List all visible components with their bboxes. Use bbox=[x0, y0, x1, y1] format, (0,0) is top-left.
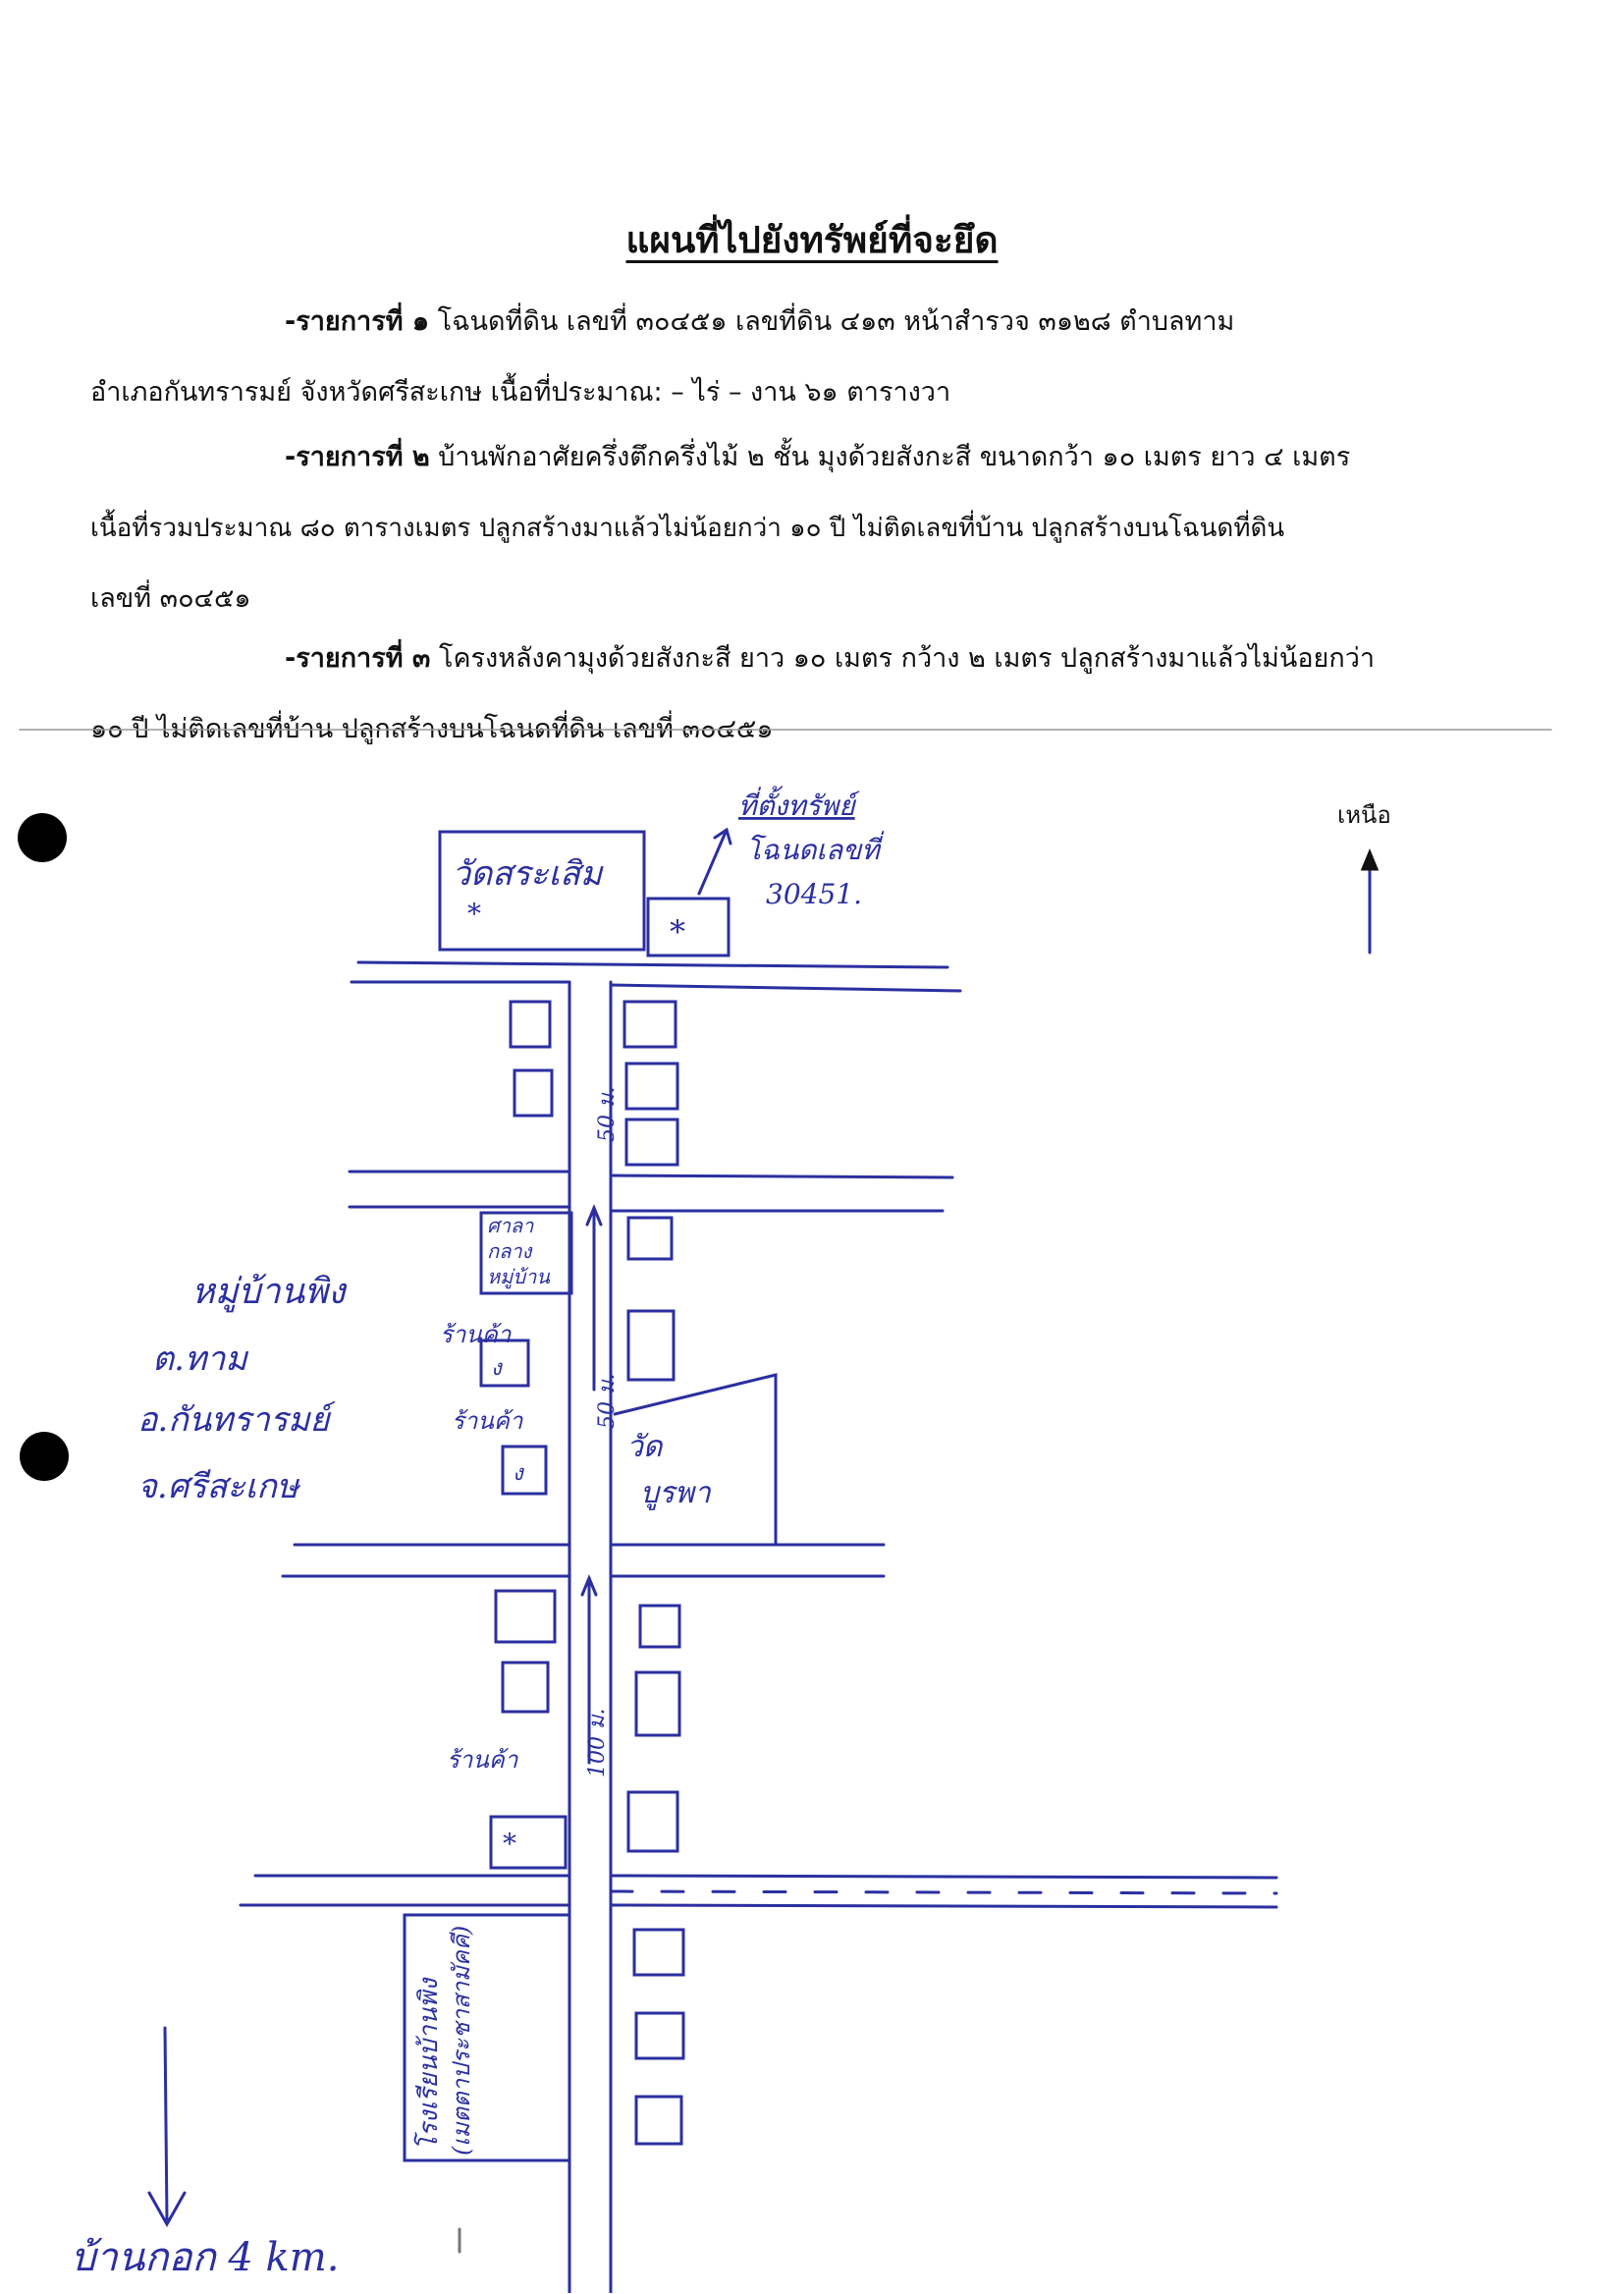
temple-top-label: วัดสระเสิม bbox=[452, 854, 604, 894]
item-1-line-1: -รายการที่ ๑ โฉนดที่ดิน เลขที่ ๓๐๔๕๑ เลข… bbox=[90, 287, 1543, 357]
item-3-text-1: โครงหลังคามุงด้วยสังกะสี ยาว ๑๐ เมตร กว้… bbox=[438, 643, 1376, 674]
shop-2-label: ร้านค้า bbox=[452, 1407, 524, 1435]
temple-mid-1: วัด bbox=[626, 1430, 664, 1464]
hand-drawn-map: วัดสระเสิม * * ที่ตั้งทรัพย์ โฉนดเลขที่ … bbox=[19, 729, 1552, 2293]
item-3-label: -รายการที่ ๓ bbox=[285, 643, 431, 674]
svg-text:*: * bbox=[670, 913, 685, 951]
punch-hole-middle bbox=[20, 1432, 69, 1481]
village-line-1: หมู่บ้านพิง bbox=[191, 1272, 348, 1313]
item-2-label: -รายการที่ ๒ bbox=[285, 442, 430, 472]
bottom-label: บ้านกอก 4 km. bbox=[71, 2235, 339, 2280]
school-line-2: (เมตตาประชาสามัคคี) bbox=[448, 1926, 475, 2156]
item-1-text-1: โฉนดที่ดิน เลขที่ ๓๐๔๕๑ เลขที่ดิน ๔๑๓ หน… bbox=[437, 306, 1235, 337]
village-line-3: อ.กันทรารมย์ bbox=[137, 1400, 336, 1440]
target-number: 30451. bbox=[766, 878, 862, 910]
item-2: -รายการที่ ๒ บ้านพักอาศัยครึ่งตึกครึ่งไม… bbox=[90, 422, 1543, 634]
school-line-1: โรงเรียนบ้านพิง bbox=[413, 1977, 444, 2152]
svg-text:*: * bbox=[467, 898, 481, 930]
temple-mid-2: บูรพา bbox=[640, 1476, 712, 1510]
hall-line-1: ศาลา bbox=[487, 1214, 534, 1237]
item-2-text-1: บ้านพักอาศัยครึ่งตึกครึ่งไม้ ๒ ชั้น มุงด… bbox=[438, 442, 1351, 472]
shop-1-label: ร้านค้า bbox=[440, 1321, 513, 1348]
village-line-4: จ.ศรีสะเกษ bbox=[137, 1467, 301, 1506]
item-1-label: -รายการที่ ๑ bbox=[285, 306, 430, 337]
distance-2: 50 ม. bbox=[595, 1374, 620, 1429]
north-label: เหนือ bbox=[1337, 801, 1391, 829]
svg-text:ง: ง bbox=[513, 1461, 525, 1486]
item-1: -รายการที่ ๑ โฉนดที่ดิน เลขที่ ๓๐๔๕๑ เลข… bbox=[90, 287, 1543, 428]
punch-hole-top bbox=[18, 813, 67, 862]
item-2-line-3: เลขที่ ๓๐๔๕๑ bbox=[90, 583, 251, 614]
item-1-line-2: อำเภอกันทรารมย์ จังหวัดศรีสะเกษ เนื้อที่… bbox=[90, 377, 951, 408]
item-2-line-2: เนื้อที่รวมประมาณ ๘๐ ตารางเมตร ปลูกสร้าง… bbox=[90, 514, 1285, 543]
svg-text:ง: ง bbox=[491, 1356, 504, 1381]
item-2-line-1: -รายการที่ ๒ บ้านพักอาศัยครึ่งตึกครึ่งไม… bbox=[90, 422, 1543, 493]
shop-3-label: ร้านค้า bbox=[447, 1746, 519, 1774]
village-line-2: ต.ทาม bbox=[152, 1339, 248, 1379]
item-3-line-1: -รายการที่ ๓ โครงหลังคามุงด้วยสังกะสี ยา… bbox=[90, 624, 1543, 694]
hall-line-2: กลาง bbox=[487, 1239, 533, 1263]
target-deed: โฉนดเลขที่ bbox=[746, 831, 885, 866]
hall-line-3: หมู่บ้าน bbox=[487, 1265, 551, 1289]
target-label: ที่ตั้งทรัพย์ bbox=[738, 786, 861, 822]
svg-text:*: * bbox=[503, 1828, 516, 1860]
document-title: แผนที่ไปยังทรัพย์ที่จะยึด bbox=[625, 219, 999, 261]
distance-3: 100 ม. bbox=[585, 1709, 610, 1777]
distance-1: 50 ม. bbox=[595, 1087, 620, 1142]
